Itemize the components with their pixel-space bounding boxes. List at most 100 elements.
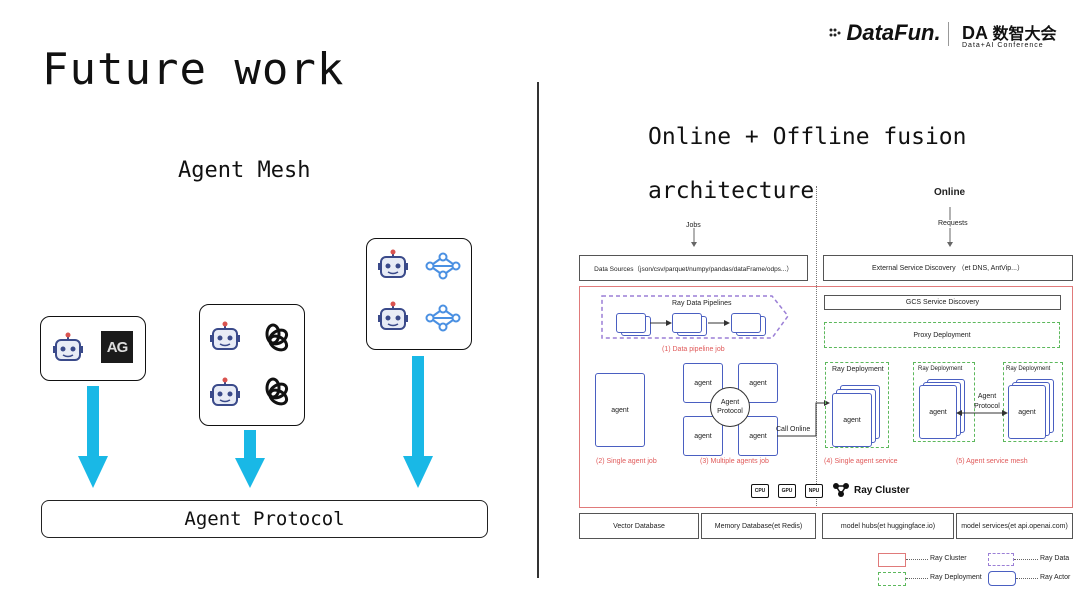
agent-group-3 [366, 238, 472, 350]
cpu-label: CPU [754, 488, 766, 494]
online-requests-label: Requests [938, 220, 968, 227]
gpu-chip-icon: GPU [778, 484, 796, 498]
vector-db-label: Vector Database [613, 522, 665, 530]
external-discovery-label: External Service Discovery （et DNS, AntV… [872, 265, 1024, 272]
model-hubs-box: model hubs(et huggingface.io) [822, 513, 954, 539]
vector-db-box: Vector Database [579, 513, 699, 539]
agent-protocol-node-label: Agent Protocol [717, 399, 743, 415]
agent-protocol-bar: Agent Protocol [41, 500, 488, 538]
ray-deployment-box [913, 362, 975, 442]
robot-icon [378, 249, 408, 278]
legend-ray-actor-swatch [988, 571, 1016, 586]
external-discovery-box: External Service Discovery （et DNS, AntV… [823, 255, 1073, 281]
legend-ray-actor-label: Ray Actor [1040, 574, 1071, 581]
single-agent-node: agent [595, 373, 645, 447]
ray-data-pipelines-label: Ray Data Pipelines [672, 300, 732, 307]
mesh-agent-node: agent [919, 385, 957, 439]
robot-icon [210, 321, 240, 350]
multi-agent-node: agent [738, 416, 778, 456]
da-mark: DA [962, 23, 988, 43]
agent-label: agent [694, 432, 712, 440]
gcs-discovery-box: GCS Service Discovery [824, 295, 1061, 310]
ag-logo-icon: AG [101, 331, 133, 363]
bidirectional-arrow-icon [956, 410, 1008, 416]
pipeline-stage [672, 313, 702, 333]
openai-icon [265, 323, 289, 352]
fusion-title-line1: Online + Offline fusion [648, 124, 967, 150]
proxy-deployment-box: Proxy Deployment [824, 322, 1060, 348]
job1-label: (1) Data pipeline job [662, 346, 725, 353]
npu-chip-icon: NPU [805, 484, 823, 498]
da-cn: 数智大会 [992, 26, 1057, 43]
ray-deployment-label: Ray Deployment [832, 366, 884, 373]
da-sub: Data+AI Conference [962, 42, 1044, 49]
ray-cluster-box [579, 286, 1073, 508]
offline-online-separator [816, 186, 817, 506]
legend-line [906, 578, 928, 579]
datafun-logo: DataFun. [828, 20, 941, 46]
robot-icon [378, 301, 408, 330]
multi-agent-node: agent [683, 416, 723, 456]
model-hubs-label: model hubs(et huggingface.io) [840, 522, 936, 530]
legend-ray-cluster-swatch [878, 553, 906, 567]
memory-db-label: Memory Database(et Redis) [714, 522, 803, 530]
pipeline-arrow-icon [650, 320, 672, 326]
legend-line [906, 559, 928, 560]
legend-line [1014, 559, 1038, 560]
fusion-title-line2: architecture [648, 178, 815, 204]
legend-ray-deployment-swatch [878, 572, 906, 586]
datafun-dots-icon [828, 26, 842, 40]
ray-deployment-label: Ray Deployment [1006, 366, 1051, 372]
robot-icon [210, 377, 240, 406]
agent-label: agent [694, 379, 712, 387]
call-online-label: Call Online [776, 426, 811, 433]
down-arrow-icon [403, 356, 433, 488]
agent-mesh-title: Agent Mesh [178, 158, 311, 183]
agent-protocol-label: Agent Protocol [184, 508, 345, 530]
job5-label: (5) Agent service mesh [956, 458, 1028, 465]
memory-db-box: Memory Database(et Redis) [701, 513, 816, 539]
legend-ray-data-swatch [988, 553, 1014, 566]
online-header: Online [934, 187, 966, 198]
data-sources-box: Data Sources（json/csv/parquet/numpy/pand… [579, 255, 808, 281]
job2-label: (2) Single agent job [596, 458, 657, 465]
da-logo: DA 数智大会 Data+AI Conference [962, 20, 1056, 49]
proxy-deployment-label: Proxy Deployment [913, 331, 971, 339]
ray-deployment-label: Ray Deployment [918, 366, 963, 372]
ray-cluster-label: Ray Cluster [854, 485, 910, 496]
legend-line [1016, 578, 1038, 579]
column-divider [537, 82, 539, 578]
offline-jobs-label: Jobs [686, 222, 701, 229]
down-arrow-icon [78, 386, 108, 488]
slide-title: Future work [42, 44, 345, 95]
cpu-chip-icon: CPU [751, 484, 769, 498]
model-services-label: model services(et api.openai.com) [961, 522, 1068, 530]
agent-label: agent [749, 379, 767, 387]
arrow-down-icon [947, 228, 953, 247]
workflow-graph-icon [425, 252, 461, 280]
workflow-graph-icon [425, 304, 461, 332]
ray-logo-icon [833, 483, 849, 497]
data-sources-label: Data Sources（json/csv/parquet/numpy/pand… [594, 266, 793, 273]
agent-label: agent [611, 406, 629, 414]
ray-deployment-box [825, 362, 889, 448]
npu-label: NPU [808, 488, 820, 494]
model-services-box: model services(et api.openai.com) [956, 513, 1073, 539]
robot-icon [53, 332, 83, 361]
ray-data-pipeline-shape [601, 295, 789, 339]
ray-deployment-box [1003, 362, 1063, 442]
legend-ray-data-label: Ray Data [1040, 555, 1070, 562]
gcs-discovery-label: GCS Service Discovery [905, 299, 980, 306]
agent-group-1: AG [40, 316, 146, 381]
job4-label: (4) Single agent service [824, 458, 898, 465]
service-agent-node: agent [832, 393, 872, 447]
ag-logo-text: AG [106, 338, 128, 356]
pipeline-stage [731, 313, 761, 333]
agent-label: agent [843, 416, 861, 424]
agent-protocol-circle: Agent Protocol [710, 387, 750, 427]
agent-label: agent [929, 408, 947, 416]
pipeline-stage [616, 313, 646, 333]
mesh-agent-node: agent [1008, 385, 1046, 439]
agent-label: agent [749, 432, 767, 440]
pipeline-arrow-icon [708, 320, 730, 326]
